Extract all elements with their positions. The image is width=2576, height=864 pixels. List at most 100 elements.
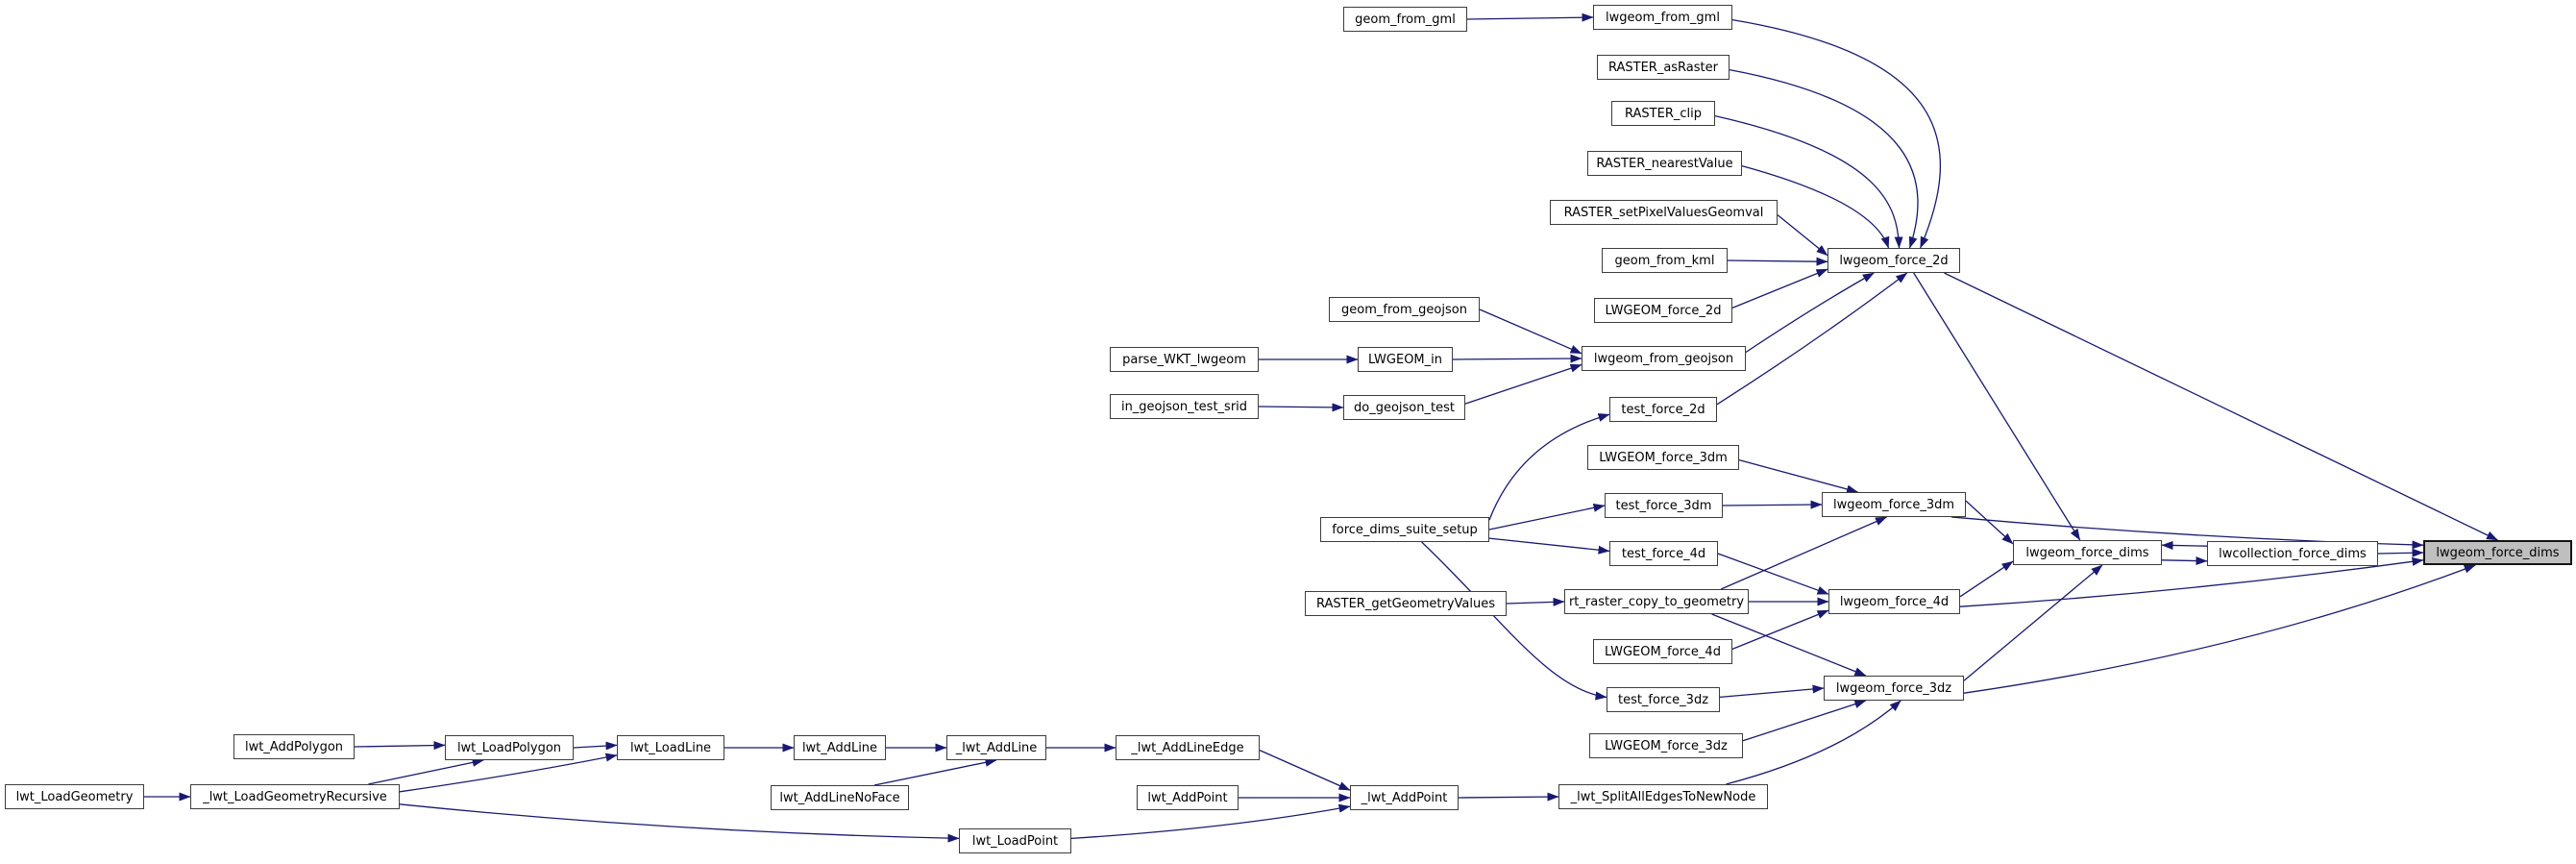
- graph-node-RASTER_nearestValue[interactable]: RASTER_nearestValue: [1587, 151, 1742, 176]
- graph-node-label: lwgeom_force_3dz: [1835, 680, 1952, 696]
- call-edge-test_force_4d-to-lwgeom_force_4d: [1717, 553, 1829, 595]
- graph-node-rt_raster_copy_to_geometry[interactable]: rt_raster_copy_to_geometry: [1564, 589, 1749, 614]
- call-edge-LWGEOM_force_2d-to-lwgeom_force_2d: [1731, 268, 1828, 309]
- graph-node-_lwt_SplitAllEdgesToNewNode[interactable]: _lwt_SplitAllEdgesToNewNode: [1558, 784, 1768, 809]
- call-edge-LWGEOM_force_3dm-to-lwgeom_force_3dm: [1738, 458, 1858, 494]
- graph-node-label: test_force_3dz: [1617, 692, 1709, 707]
- call-edge-LWGEOM_force_4d-to-lwgeom_force_4d: [1731, 609, 1829, 651]
- call-edge-_lwt_AddLineEdge-to-_lwt_AddPoint: [1259, 750, 1351, 791]
- call-edge-force_dims_suite_setup-to-test_force_3dm: [1488, 503, 1606, 531]
- graph-node-label: LWGEOM_force_4d: [1605, 644, 1721, 659]
- graph-node-lwt_LoadPolygon[interactable]: lwt_LoadPolygon: [445, 735, 574, 760]
- call-edge-RASTER_nearestValue-to-lwgeom_force_2d: [1741, 164, 1890, 249]
- graph-node-lwt_LoadLine[interactable]: lwt_LoadLine: [617, 735, 724, 760]
- graph-node-label: lwt_LoadPolygon: [456, 740, 562, 755]
- graph-node-lwt_AddLine[interactable]: lwt_AddLine: [794, 735, 886, 760]
- call-edge-_lwt_AddPoint-to-_lwt_SplitAllEdgesToNewNode: [1458, 792, 1559, 802]
- graph-node-label: geom_from_gml: [1355, 12, 1456, 27]
- graph-node-geom_from_geojson[interactable]: geom_from_geojson: [1329, 297, 1480, 322]
- call-edge-do_geojson_test-to-lwgeom_from_geojson: [1464, 363, 1582, 405]
- graph-node-label: test_force_3dm: [1615, 498, 1712, 513]
- graph-node-lwt_AddPolygon[interactable]: lwt_AddPolygon: [233, 734, 355, 759]
- call-edge-geom_from_kml-to-lwgeom_force_2d: [1727, 257, 1828, 266]
- graph-node-label: lwt_LoadLine: [629, 740, 712, 755]
- graph-node-label: lwt_AddLine: [801, 740, 878, 755]
- graph-node-_lwt_AddLineEdge[interactable]: _lwt_AddLineEdge: [1116, 735, 1260, 760]
- graph-node-label: lwt_AddPolygon: [244, 739, 344, 754]
- graph-node-geom_from_gml[interactable]: geom_from_gml: [1343, 7, 1467, 32]
- graph-node-lwgeom_force_3dz[interactable]: lwgeom_force_3dz: [1824, 676, 1964, 701]
- graph-node-geom_from_kml[interactable]: geom_from_kml: [1602, 248, 1728, 273]
- graph-node-lwgeom_force_2d[interactable]: lwgeom_force_2d: [1828, 248, 1960, 273]
- graph-node-label: RASTER_setPixelValuesGeomval: [1563, 205, 1764, 220]
- call-edge-lwt_LoadPolygon-to-lwt_LoadLine: [573, 741, 618, 751]
- graph-node-RASTER_asRaster[interactable]: RASTER_asRaster: [1597, 55, 1730, 80]
- graph-node-test_force_3dz[interactable]: test_force_3dz: [1607, 687, 1720, 712]
- edge-group: [144, 12, 2498, 843]
- graph-node-label: lwgeom_force_4d: [1839, 594, 1950, 609]
- graph-node-lwgeom_force_dims_target-highlighted[interactable]: lwgeom_force_dims: [2423, 540, 2572, 565]
- call-edge-RASTER_getGeometryValues-to-rt_raster_copy_to_geometry: [1506, 597, 1565, 606]
- call-edge-LWGEOM_in-to-lwgeom_from_geojson: [1452, 354, 1582, 363]
- call-edge-_lwt_LoadGeometryRecursive-to-lwt_LoadLine: [399, 753, 618, 793]
- call-edge-lwgeom_force_dims_mid-to-lwcollection_force_dims: [2161, 556, 2208, 566]
- graph-node-LWGEOM_force_3dm[interactable]: LWGEOM_force_3dm: [1587, 445, 1739, 470]
- graph-node-lwgeom_force_4d[interactable]: lwgeom_force_4d: [1828, 589, 1960, 614]
- graph-node-lwgeom_from_gml[interactable]: lwgeom_from_gml: [1593, 5, 1732, 30]
- graph-node-_lwt_AddLine[interactable]: _lwt_AddLine: [946, 735, 1046, 760]
- graph-node-label: test_force_4d: [1621, 546, 1706, 561]
- call-edge-_lwt_SplitAllEdgesToNewNode-to-lwgeom_force_3dz: [1726, 700, 1901, 785]
- call-edge-lwgeom_from_gml-to-lwgeom_force_2d: [1731, 18, 1941, 249]
- graph-node-test_force_2d[interactable]: test_force_2d: [1609, 397, 1717, 422]
- call-edge-LWGEOM_force_3dz-to-lwgeom_force_3dz: [1742, 700, 1867, 742]
- call-edge-lwcollection_force_dims-to-lwgeom_force_dims_target: [2377, 548, 2424, 557]
- graph-node-RASTER_setPixelValuesGeomval[interactable]: RASTER_setPixelValuesGeomval: [1550, 200, 1778, 225]
- graph-node-LWGEOM_force_4d[interactable]: LWGEOM_force_4d: [1593, 639, 1732, 664]
- graph-node-lwgeom_force_dims_mid[interactable]: lwgeom_force_dims: [2013, 540, 2162, 565]
- graph-node-LWGEOM_force_2d[interactable]: LWGEOM_force_2d: [1594, 298, 1732, 323]
- graph-node-lwgeom_from_geojson[interactable]: lwgeom_from_geojson: [1582, 346, 1746, 371]
- graph-node-lwt_LoadPoint[interactable]: lwt_LoadPoint: [959, 828, 1071, 853]
- call-edge-test_force_2d-to-lwgeom_force_2d: [1716, 272, 1908, 406]
- call-edge-_lwt_LoadGeometryRecursive-to-lwt_LoadPoint: [399, 803, 960, 843]
- graph-node-label: in_geojson_test_srid: [1120, 399, 1248, 414]
- graph-node-lwcollection_force_dims[interactable]: lwcollection_force_dims: [2207, 541, 2378, 566]
- graph-node-RASTER_getGeometryValues[interactable]: RASTER_getGeometryValues: [1305, 591, 1507, 616]
- graph-node-label: LWGEOM_force_3dz: [1605, 738, 1728, 753]
- graph-node-label: RASTER_clip: [1625, 106, 1702, 121]
- call-edge-lwt_LoadPoint-to-_lwt_AddPoint: [1070, 803, 1351, 840]
- graph-node-label: LWGEOM_force_2d: [1605, 303, 1722, 318]
- graph-node-label: lwcollection_force_dims: [2219, 546, 2367, 561]
- graph-node-parse_WKT_lwgeom[interactable]: parse_WKT_lwgeom: [1110, 347, 1259, 372]
- graph-node-label: RASTER_getGeometryValues: [1316, 596, 1495, 611]
- call-edge-test_force_3dz-to-lwgeom_force_3dz: [1719, 684, 1825, 699]
- graph-node-force_dims_suite_setup[interactable]: force_dims_suite_setup: [1320, 517, 1489, 542]
- graph-node-_lwt_AddPoint[interactable]: _lwt_AddPoint: [1350, 785, 1459, 810]
- graph-node-LWGEOM_in[interactable]: LWGEOM_in: [1358, 347, 1453, 372]
- graph-node-label: LWGEOM_in: [1368, 352, 1442, 367]
- graph-node-lwt_AddPoint[interactable]: lwt_AddPoint: [1137, 785, 1239, 810]
- graph-node-label: do_geojson_test: [1354, 400, 1455, 415]
- graph-node-test_force_4d[interactable]: test_force_4d: [1609, 541, 1718, 566]
- graph-node-label: RASTER_asRaster: [1607, 60, 1718, 75]
- graph-node-lwgeom_force_3dm[interactable]: lwgeom_force_3dm: [1822, 492, 1966, 517]
- graph-node-_lwt_LoadGeometryRecursive[interactable]: _lwt_LoadGeometryRecursive: [190, 784, 400, 809]
- graph-node-label: lwt_AddLineNoFace: [779, 790, 900, 805]
- graph-node-label: lwt_LoadPoint: [971, 833, 1059, 849]
- call-edge-lwgeom_force_4d-to-lwgeom_force_dims_target: [1959, 556, 2424, 607]
- graph-node-label: geom_from_geojson: [1341, 302, 1467, 317]
- call-edge-lwt_AddLineNoFace-to-_lwt_AddLine: [873, 757, 997, 786]
- graph-node-label: LWGEOM_force_3dm: [1599, 450, 1728, 465]
- graph-node-test_force_3dm[interactable]: test_force_3dm: [1605, 493, 1723, 518]
- graph-node-do_geojson_test[interactable]: do_geojson_test: [1343, 395, 1465, 420]
- call-edge-lwgeom_force_2d-to-lwgeom_force_dims_target: [1944, 272, 2498, 541]
- graph-node-LWGEOM_force_3dz[interactable]: LWGEOM_force_3dz: [1589, 733, 1743, 758]
- graph-node-RASTER_clip[interactable]: RASTER_clip: [1611, 101, 1715, 126]
- graph-node-in_geojson_test_srid[interactable]: in_geojson_test_srid: [1110, 394, 1259, 419]
- graph-node-lwt_LoadGeometry[interactable]: lwt_LoadGeometry: [5, 784, 144, 809]
- graph-node-label: lwgeom_from_geojson: [1593, 351, 1734, 366]
- call-edge-lwcollection_force_dims-to-lwgeom_force_dims_mid: [2161, 540, 2208, 550]
- call-edge-rt_raster_copy_to_geometry-to-lwgeom_force_3dm: [1720, 516, 1887, 590]
- graph-node-lwt_AddLineNoFace[interactable]: lwt_AddLineNoFace: [771, 785, 909, 810]
